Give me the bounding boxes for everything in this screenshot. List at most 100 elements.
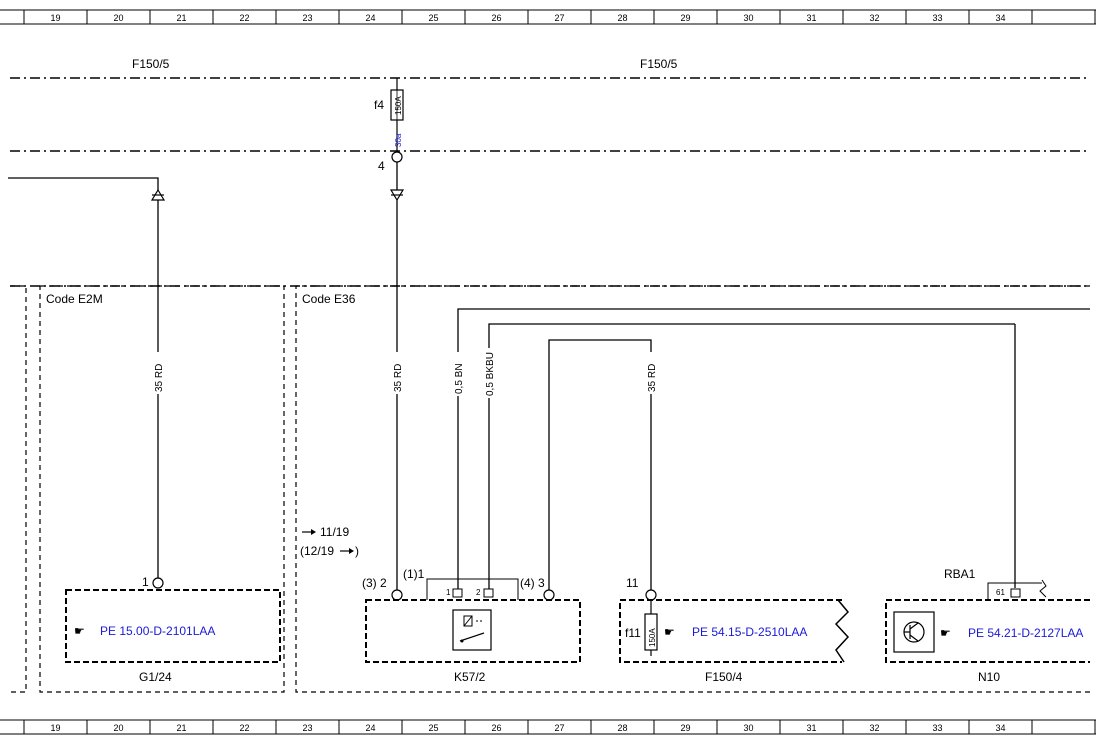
hand-pointer-icon: ☛ [664,625,675,639]
k57-inner-1: 1 [446,588,451,597]
bottom-ruler: 1819202122232425262728293031323334 [0,719,1096,735]
cross-references: 11/19 (12/19 ) [300,525,359,558]
k57-inner-2: 2 [476,588,481,597]
k57-pin-2-circle [391,589,403,601]
top-ruler-col-33: 33 [932,13,942,23]
cross-ref-1: 11/19 [320,525,349,539]
top-ruler-col-19: 19 [50,13,60,23]
component-n10: RBA1 61 ☛ PE 54.21-D-2127LAA N10 [885,567,1090,684]
wire-col24: 35 RD [390,200,404,601]
top-ruler-col-20: 20 [113,13,123,23]
hand-pointer-icon: ☛ [940,626,951,640]
fuse-f4: 150A f4 30a 4 [374,78,404,173]
k57-connector-1 [452,588,463,598]
area-label-e36: Code E36 [302,292,356,306]
bottom-ruler-col-32: 32 [869,723,879,733]
top-ruler-col-30: 30 [743,13,753,23]
n10-name: N10 [978,670,1000,684]
arrow-right-icon [349,548,354,554]
component-k57-2: (3) 2 (1)1 (4) 3 1 2 K57/2 [362,567,581,684]
bottom-ruler-col-31: 31 [806,723,816,733]
cross-ref-2-open: (12/19 [300,544,334,558]
area-code-e36 [295,285,1090,693]
wire-bn: 0,5 BN [451,308,1090,590]
wire-label-col20: 35 RD [154,364,165,392]
wire-label-col24: 35 RD [393,364,404,392]
bus-lines [10,77,1090,287]
top-ruler-col-27: 27 [554,13,564,23]
bus-label-f150-5-right: F150/5 [640,57,678,71]
g1-24-name: G1/24 [139,670,172,684]
bottom-ruler-col-26: 26 [491,723,501,733]
top-ruler: 1819202122232425262728293031323334 [0,9,1096,25]
cross-ref-2-close: ) [355,544,359,558]
area-code-e2m [39,285,285,693]
n10-ref: PE 54.21-D-2127LAA [968,626,1083,640]
arrow-right-icon [311,529,316,535]
top-ruler-col-25: 25 [428,13,438,23]
area-label-e2m: Code E2M [46,292,103,306]
n10-pin-label: 61 [996,588,1005,597]
f150-4-pin-circle [645,589,657,601]
top-ruler-col-24: 24 [365,13,375,23]
bottom-ruler-col-25: 25 [428,723,438,733]
g1-24-ref: PE 15.00-D-2101LAA [100,624,215,638]
bottom-ruler-col-22: 22 [239,723,249,733]
top-ruler-col-28: 28 [617,13,627,23]
bottom-ruler-col-24: 24 [365,723,375,733]
k57-pin-3-circle [543,589,555,601]
component-f150-4: 11 150A f11 ☛ PE 54.15-D-2510LAA F150/4 [619,576,850,684]
k57-pin-inner-label: (1)1 [403,567,425,581]
feed-wire-col20 [8,177,166,201]
fuse-f4-rating: 150A [394,96,403,115]
k57-connector-2 [483,588,494,598]
n10-connector-label: RBA1 [944,567,976,581]
wire-label-bn: 0,5 BN [454,363,465,394]
top-ruler-col-26: 26 [491,13,501,23]
bus-label-f150-5-left: F150/5 [132,57,170,71]
wire-col24-top [389,162,405,202]
top-ruler-col-22: 22 [239,13,249,23]
fuse-f11-label: f11 [625,626,641,640]
top-ruler-col-34: 34 [995,13,1005,23]
pin-4-label: 4 [378,159,385,173]
top-ruler-col-29: 29 [680,13,690,23]
top-ruler-col-23: 23 [302,13,312,23]
fuse-f4-label: f4 [374,98,384,112]
wire-bkbu: 0,5 BKBU [482,323,1015,590]
f150-4-name: F150/4 [705,670,743,684]
wire-label-col28: 35 RD [647,364,658,392]
bottom-ruler-col-33: 33 [932,723,942,733]
top-ruler-col-31: 31 [806,13,816,23]
bottom-ruler-col-30: 30 [743,723,753,733]
bottom-ruler-col-21: 21 [176,723,186,733]
hand-pointer-icon: ☛ [74,624,85,638]
pin-4-circle [391,151,403,163]
bottom-ruler-col-20: 20 [113,723,123,733]
bottom-ruler-col-34: 34 [995,723,1005,733]
fuse-f4-terminal: 30a [394,133,403,147]
top-ruler-col-32: 32 [869,13,879,23]
bottom-ruler-col-23: 23 [302,723,312,733]
bottom-ruler-col-28: 28 [617,723,627,733]
g1-24-pin-circle [152,577,164,589]
f150-4-ref: PE 54.15-D-2510LAA [692,625,807,639]
bottom-ruler-col-27: 27 [554,723,564,733]
wire-col20: 35 RD 1 [142,200,165,589]
bottom-ruler-col-19: 19 [50,723,60,733]
area-outlines [10,285,1090,693]
component-g1-24: ☛ PE 15.00-D-2101LAA G1/24 [65,589,281,684]
fuse-f11-rating: 150A [648,628,657,647]
f150-4-pin-label: 11 [626,576,639,590]
bottom-ruler-col-29: 29 [680,723,690,733]
wire-label-bkbu: 0,5 BKBU [485,352,496,396]
k57-name: K57/2 [454,670,486,684]
wire-col28: 35 RD [543,339,658,601]
top-ruler-col-21: 21 [176,13,186,23]
transistor-icon [893,611,935,653]
k57-pin-right-label: (4) 3 [520,576,545,590]
g1-24-pin-label: 1 [142,575,149,589]
n10-connector-pin [1010,588,1021,598]
k57-pin-left-label: (3) 2 [362,576,387,590]
